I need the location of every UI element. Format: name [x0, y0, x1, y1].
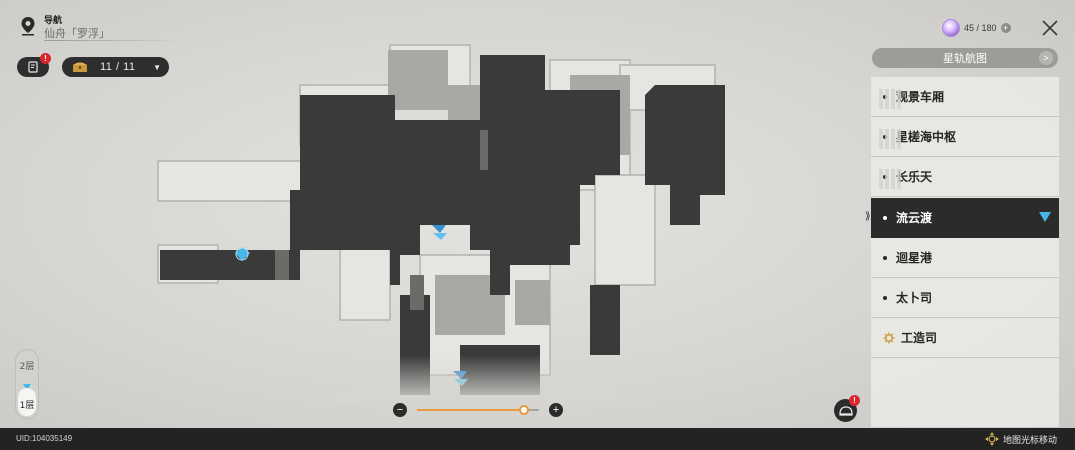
nav-subtitle: 仙舟「罗浮」 — [44, 27, 110, 40]
close-icon[interactable] — [1040, 18, 1060, 38]
map-stairs — [275, 250, 289, 280]
helmet-icon — [838, 405, 853, 416]
zoom-out-button[interactable]: − — [393, 403, 407, 417]
floor-1-button[interactable]: 1层 — [18, 388, 36, 416]
current-floor-marker-icon — [23, 384, 31, 390]
map-stairs — [410, 275, 424, 310]
map-walkable-south-2 — [460, 345, 540, 395]
star-rail-map-button[interactable]: 星轨航图 > — [872, 48, 1058, 68]
location-pin-icon — [21, 17, 35, 36]
zoom-control: − + — [393, 402, 565, 418]
map-walkable-east-2 — [590, 285, 620, 355]
helmet-button[interactable]: ! — [834, 395, 860, 422]
navigation-header: 导航 仙舟「罗浮」 — [20, 16, 110, 41]
area-label: 太卜司 — [896, 291, 933, 305]
area-label: 长乐天 — [896, 170, 933, 184]
player-uid: UID:104035149 — [16, 434, 73, 443]
add-power-button[interactable]: + — [1000, 23, 1011, 33]
nav-divider — [44, 40, 184, 41]
area-watermark — [879, 129, 903, 149]
bottom-bar: UID:104035149 地图光标移动 — [0, 428, 1075, 450]
trailblaze-power-value: 45 / 180 — [964, 23, 997, 33]
chevron-right-icon: > — [1039, 51, 1053, 65]
map-block — [515, 280, 550, 325]
area-item-cloudford[interactable]: 流云渡 — [871, 198, 1059, 238]
area-item-central-starskiff[interactable]: 长乐天 — [871, 157, 1059, 197]
treasure-chest-icon — [73, 62, 87, 72]
waypoint-marker[interactable] — [235, 247, 250, 261]
zoom-slider-handle[interactable] — [519, 405, 530, 415]
map-walkable-east — [645, 85, 725, 225]
notification-badge: ! — [849, 395, 860, 406]
area-item-divination-commission[interactable]: 太卜司 — [871, 278, 1059, 318]
trailblaze-power-icon — [942, 19, 960, 37]
space-anchor-marker[interactable] — [432, 225, 447, 240]
mission-log-button[interactable]: ! — [17, 53, 51, 77]
map-cursor-move-hint: 地图光标移动 — [1002, 435, 1057, 446]
selected-area-indicator-icon: ⟫ — [865, 211, 871, 222]
nav-title: 导航 — [44, 16, 63, 26]
area-item-exalting-sanctum[interactable]: 迴星港 — [871, 238, 1059, 278]
notification-badge: ! — [40, 53, 51, 64]
dot-icon — [883, 255, 887, 260]
map-walkable-center — [490, 185, 550, 295]
treasure-chest-counter[interactable]: 11 / 11 ▼ — [62, 57, 169, 77]
floor-2-button[interactable]: 2层 — [19, 362, 35, 372]
chest-count: 11 / 11 — [100, 61, 136, 73]
area-item-observation-car[interactable]: 观景车厢 — [871, 77, 1059, 117]
area-label: 星槎海中枢 — [896, 130, 957, 144]
zoom-slider[interactable] — [417, 405, 539, 415]
map-room — [594, 174, 656, 286]
map-room — [157, 160, 309, 202]
area-label: 工造司 — [901, 331, 938, 345]
zoom-slider-fill — [417, 409, 525, 411]
area-label: 观景车厢 — [896, 90, 945, 104]
map-walkable-north — [330, 135, 390, 165]
area-watermark — [879, 169, 903, 189]
area-item-starskiff-haven[interactable]: 星槎海中枢 — [871, 117, 1059, 157]
book-icon — [28, 61, 38, 73]
zoom-in-button[interactable]: + — [549, 403, 563, 417]
gear-icon — [883, 332, 895, 343]
area-map[interactable] — [150, 35, 730, 405]
floor-selector[interactable]: 2层 1层 — [15, 349, 39, 419]
trailblaze-power[interactable]: 45 / 180 + — [942, 19, 1014, 37]
star-rail-map-label: 星轨航图 — [943, 52, 987, 65]
map-layout — [157, 44, 725, 395]
area-label: 流云渡 — [896, 211, 933, 225]
current-location-marker-icon — [1039, 212, 1051, 222]
controller-hint: 地图光标移动 — [984, 431, 1057, 447]
map-block — [388, 50, 448, 110]
map-stairs — [480, 130, 488, 170]
dropdown-caret-icon: ▼ — [153, 62, 161, 72]
area-label: 迴星港 — [896, 251, 933, 265]
area-watermark — [879, 89, 903, 109]
dot-icon — [883, 215, 887, 220]
area-list: 观景车厢 星槎海中枢 长乐天 流云渡 迴星港 太卜司 工造司 — [871, 77, 1059, 427]
area-item-artisanship-commission[interactable]: 工造司 — [871, 318, 1059, 358]
dot-icon — [883, 295, 887, 300]
dpad-icon — [984, 432, 999, 446]
